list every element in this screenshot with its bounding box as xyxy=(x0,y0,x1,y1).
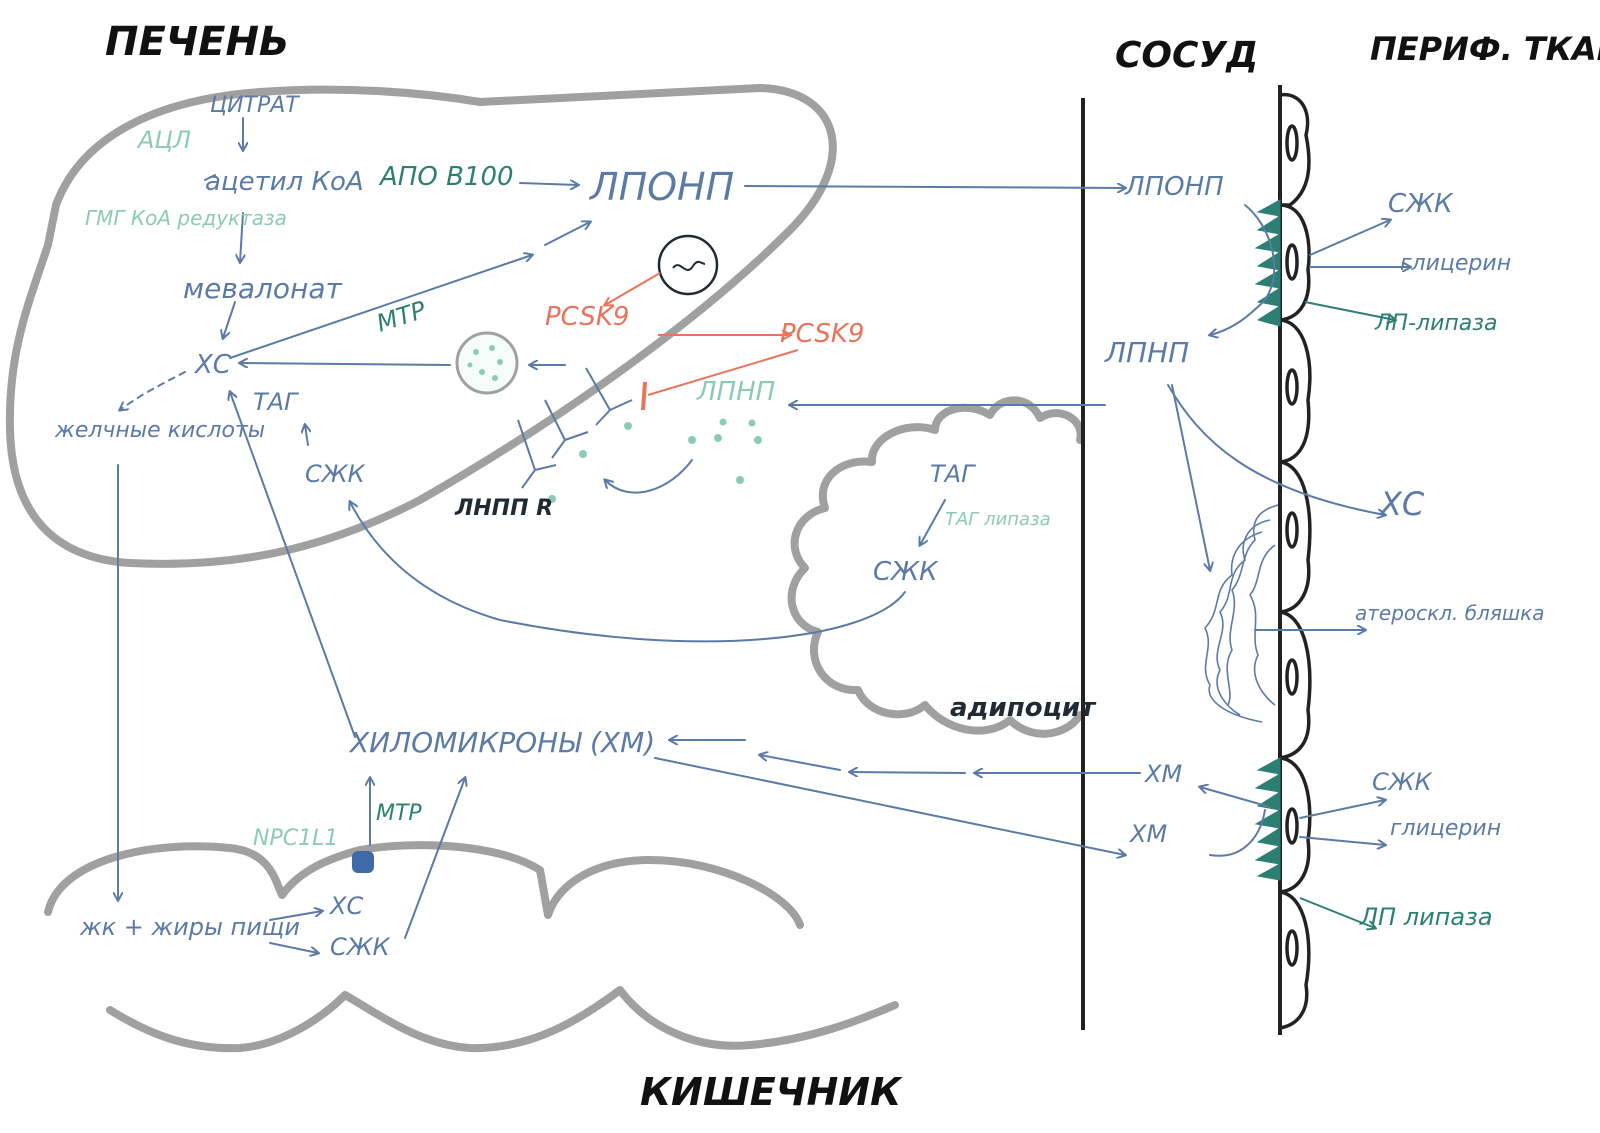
bile-acids-label: желчные кислоты xyxy=(54,418,265,443)
tissue-lp-lipase-top-label: ЛП-липаза xyxy=(1374,311,1497,336)
liver-outline xyxy=(5,84,837,568)
intestine-outline-upper xyxy=(44,841,804,929)
cell-nucleus xyxy=(1285,243,1299,281)
liver-ffa-label: СЖК xyxy=(305,460,366,488)
tissue-cholesterol-label: ХС xyxy=(1378,485,1425,523)
tissue-lp-lipase-bottom-label: ЛП липаза xyxy=(1359,903,1493,931)
receptor-icon xyxy=(517,367,633,489)
citrate-label: ЦИТРАТ xyxy=(210,93,300,118)
cell-nucleus xyxy=(1285,368,1299,406)
intestine-mtp-label: МТР xyxy=(376,801,422,826)
plaque-label: атероскл. бляшка xyxy=(1355,601,1545,625)
endothelial-cells xyxy=(1279,93,1312,1030)
transporter-icon xyxy=(352,851,374,873)
lipase-enzyme-icon xyxy=(1254,199,1282,881)
liver-tag-label: ТАГ xyxy=(253,388,299,416)
endothelial-cell xyxy=(1279,318,1312,464)
endothelial-cell xyxy=(1279,890,1311,1030)
acl-label: АЦЛ xyxy=(136,126,191,154)
liver-title: ПЕЧЕНЬ xyxy=(105,19,289,65)
cell-nucleus xyxy=(1285,511,1299,549)
hormone-circle-icon xyxy=(657,234,719,296)
hmg-coa-reductase-label: ГМГ КоА редуктаза xyxy=(85,206,287,230)
acetyl-coa-label: ацетил КоА xyxy=(205,167,364,197)
intestine-outline-lower xyxy=(106,986,899,1053)
tissue-ffa-top-label: СЖК xyxy=(1388,189,1454,219)
adipocyte-outline xyxy=(787,396,1085,738)
arrows xyxy=(118,117,1410,953)
liver-vldl-label: ЛПОНП xyxy=(588,165,734,209)
endothelial-cell xyxy=(1279,756,1312,894)
tissue-glycerol-top-label: глицерин xyxy=(1400,251,1511,276)
liver-mtp-label: МТР xyxy=(373,296,430,338)
intestine-cholesterol-label: ХС xyxy=(328,892,363,920)
vessel-ldl-label: ЛПНП xyxy=(1104,336,1189,369)
vessel-hm-bottom-label: ХМ xyxy=(1128,820,1167,848)
vessel-hm-top-label: ХМ xyxy=(1143,760,1182,788)
endothelial-cell xyxy=(1279,203,1311,322)
cell-nucleus xyxy=(1285,807,1299,845)
adipose-tag-label: ТАГ xyxy=(930,460,976,488)
tissue-title-text: ПЕРИФ. ТКАНИ xyxy=(1370,30,1600,68)
adipocyte-label: адипоцит xyxy=(950,693,1097,723)
plaque-icon xyxy=(1204,504,1279,723)
endothelial-cell xyxy=(1279,460,1312,614)
vesicle-icon xyxy=(455,331,519,395)
intestine-ffa-label: СЖК xyxy=(330,933,391,961)
liver-cholesterol-label: ХС xyxy=(193,350,232,380)
cell-nucleus xyxy=(1285,658,1299,696)
npc1l1-label: NPC1L1 xyxy=(253,826,338,851)
blocker-icon xyxy=(641,381,647,411)
mevalonate-label: мевалонат xyxy=(183,272,343,305)
intestine-title: КИШЕЧНИК xyxy=(640,1070,903,1114)
liver-ldl-label: ЛПНП xyxy=(696,377,775,407)
ldl-particles xyxy=(548,418,762,503)
bile-plus-fat-label: жк + жиры пищи xyxy=(79,913,300,941)
vessel-title: СОСУД xyxy=(1115,35,1258,76)
cell-nucleus xyxy=(1285,929,1299,967)
tissue-glycerol-bottom-label: глицерин xyxy=(1390,816,1501,841)
arrows-red xyxy=(605,272,799,396)
endothelial-cell xyxy=(1279,93,1311,207)
endothelial-cell xyxy=(1279,610,1312,760)
pcsk9-inner-label: PCSK9 xyxy=(545,302,629,332)
adipose-tag-lipase-label: ТАГ липаза xyxy=(945,509,1051,530)
ldl-receptor-label: ЛНПП R xyxy=(454,496,553,521)
pcsk9-outer-label: PCSK9 xyxy=(780,319,864,349)
apo-b100-label: АПО В100 xyxy=(378,162,514,192)
tissue-ffa-bottom-label: СЖК xyxy=(1372,768,1433,796)
chylomicrons-label: ХИЛОМИКРОНЫ (ХМ) xyxy=(348,726,655,759)
arrows-teal xyxy=(1299,301,1395,928)
cell-nucleus xyxy=(1285,124,1299,162)
adipose-ffa-label: СЖК xyxy=(873,557,939,587)
tissue-title: ПЕРИФ. ТКАНИ xyxy=(1370,30,1600,68)
vessel-vldl-label: ЛПОНП xyxy=(1124,172,1224,202)
